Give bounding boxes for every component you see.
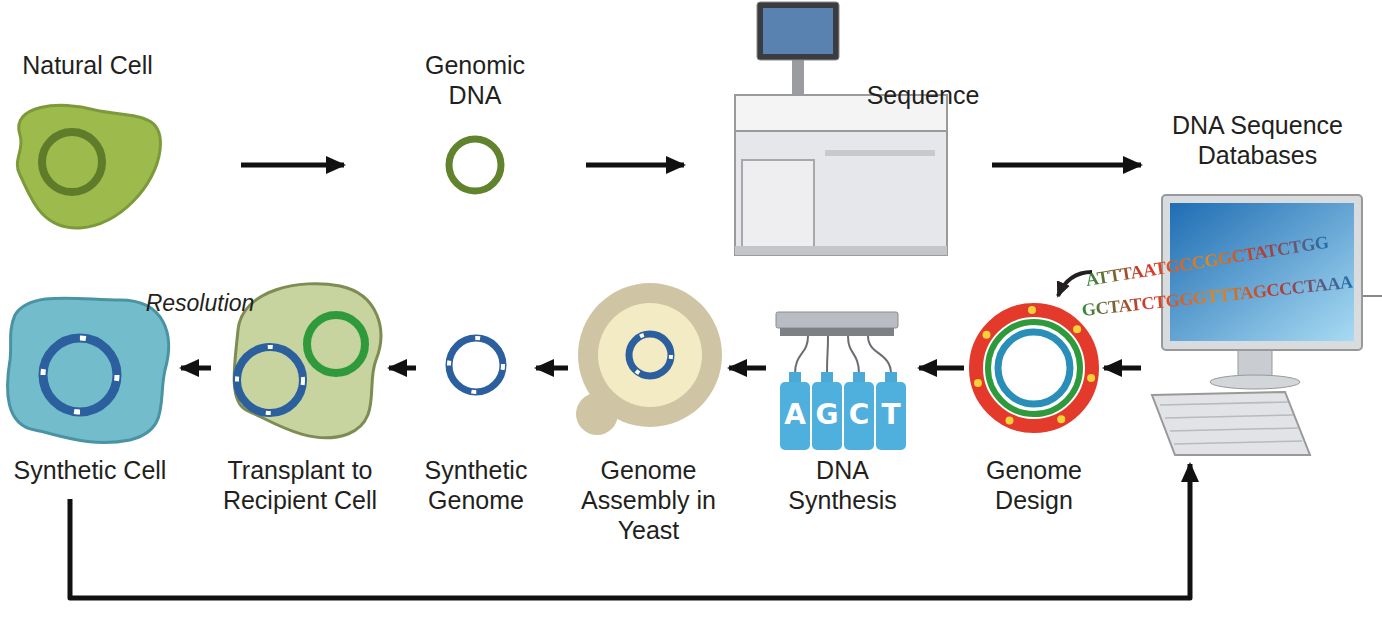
design-dot — [1005, 417, 1013, 425]
synthetic-marks — [43, 338, 117, 412]
sequencer — [735, 2, 947, 255]
stage-node: Genome Design — [968, 298, 1100, 530]
stage-label: Natural Cell — [5, 50, 170, 80]
flow-arrow — [389, 366, 416, 371]
flow-arrow — [992, 163, 1141, 168]
native-genome — [307, 315, 365, 373]
tube — [868, 336, 891, 374]
flow-arrow — [729, 366, 766, 371]
design-dot — [1087, 374, 1095, 382]
tube — [827, 336, 828, 374]
flow-arrow — [586, 163, 684, 168]
stage-label: Synthetic Cell — [3, 455, 177, 485]
reagent-bottle — [812, 382, 842, 450]
synthetic-cell — [8, 298, 169, 443]
synthetic-cell-genome — [43, 338, 117, 412]
design-dot — [1057, 415, 1065, 423]
reagent-bottle — [780, 382, 810, 450]
base-letter: T — [876, 398, 906, 431]
stage-label: Synthetic Genome — [420, 455, 532, 515]
flow-arrow — [536, 366, 568, 371]
synthetic-marks — [237, 347, 303, 413]
design-dot — [982, 331, 990, 339]
yeast-cell — [576, 283, 722, 435]
design-dot — [1073, 325, 1081, 333]
genomic-dna-ring — [449, 139, 501, 191]
transplanted-genome — [237, 347, 303, 413]
design-dot — [974, 379, 982, 387]
synthetic-marks — [449, 338, 503, 392]
stage-label: Genome Assembly in Yeast — [572, 455, 725, 545]
cell-genome — [42, 132, 102, 192]
flow-arrow — [919, 366, 964, 371]
stage-label: DNA Synthesis — [770, 455, 915, 515]
stage-node: Natural Cell — [5, 50, 237, 240]
stage-label: DNA Sequence Databases — [1145, 110, 1370, 170]
stage-node: Synthetic Cell — [3, 285, 177, 495]
computer — [1152, 195, 1382, 455]
base-letter: G — [812, 398, 842, 431]
flow-arrow — [241, 163, 344, 168]
stage-label: Transplant to Recipient Cell — [215, 455, 385, 515]
dna-synthesizer — [776, 312, 906, 450]
recipient-cell — [234, 284, 381, 438]
genome-design-rings — [974, 306, 1095, 426]
base-letter: A — [780, 398, 810, 431]
stage-node: Sequence — [688, 15, 988, 265]
synthetic-genome-ring — [449, 338, 503, 392]
reagent-bottle — [876, 382, 906, 450]
stage-node: Genome Assembly in Yeast — [572, 285, 725, 575]
flow-arrow — [1104, 366, 1141, 371]
base-letter: C — [844, 398, 874, 431]
stage-label: Genomic DNA — [400, 50, 550, 110]
stage-label: Sequence — [863, 80, 983, 110]
natural-cell — [17, 105, 160, 228]
tube — [795, 336, 808, 374]
tube — [848, 336, 859, 374]
design-dot — [1028, 306, 1036, 314]
arrow-label: Resolution — [146, 290, 255, 317]
stage-node: Genomic DNA — [348, 50, 582, 210]
stage-node: Synthetic Genome — [420, 330, 532, 525]
stage-label: Genome Design — [968, 455, 1100, 515]
flow-arrow — [181, 366, 211, 371]
reagent-bottle — [844, 382, 874, 450]
